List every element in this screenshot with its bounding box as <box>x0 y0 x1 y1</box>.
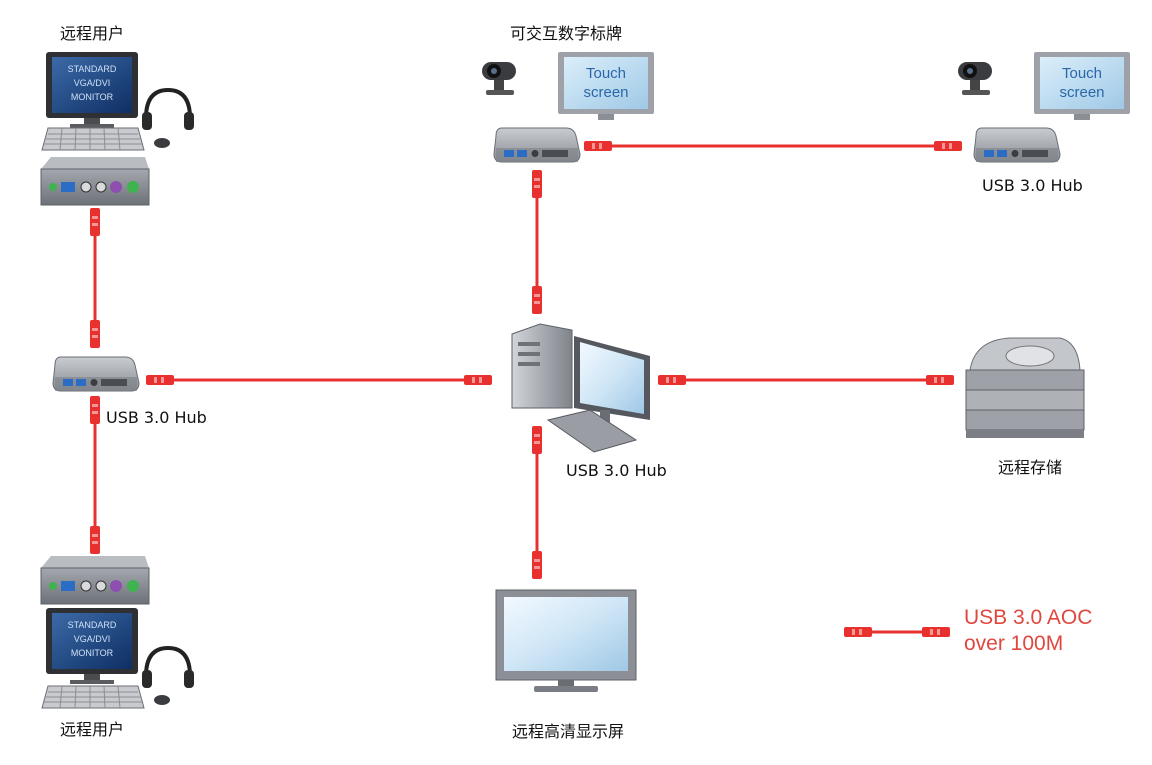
svg-text:VGA/DVI: VGA/DVI <box>74 78 111 88</box>
storage-array-icon <box>965 337 1085 438</box>
legend-line2: over 100M <box>964 632 1064 655</box>
standard-monitor-icon: STANDARD VGA/DVI MONITOR <box>46 608 138 684</box>
usb-hub-top-icon <box>493 127 581 163</box>
svg-text:STANDARD: STANDARD <box>68 620 117 630</box>
usb-aoc-cables <box>90 141 962 579</box>
svg-text:VGA/DVI: VGA/DVI <box>74 634 111 644</box>
pc-monitor-icon <box>574 336 650 424</box>
interactive-signage: Touch screen <box>482 52 654 163</box>
remote-user-top-label: 远程用户 <box>60 24 125 43</box>
touch-screen-icon: Touch screen <box>1034 52 1130 120</box>
usb-hub-right-label: USB 3.0 Hub <box>982 176 1083 195</box>
webcam-icon <box>958 62 992 95</box>
mouse-icon <box>154 695 170 705</box>
webcam-icon <box>482 62 516 95</box>
remote-user-bottom: STANDARD VGA/DVI MONITOR <box>40 555 196 709</box>
svg-text:MONITOR: MONITOR <box>71 648 114 658</box>
usb-hub-left-label: USB 3.0 Hub <box>106 408 207 427</box>
remote-storage-label: 远程存储 <box>998 458 1063 477</box>
remote-display-label: 远程高清显示屏 <box>512 722 625 741</box>
pc-tower-icon <box>511 323 573 409</box>
keyboard-icon <box>546 409 638 453</box>
hd-display-icon <box>495 589 637 692</box>
keyboard-icon <box>41 127 145 151</box>
standard-monitor-icon: STANDARD VGA/DVI MONITOR <box>46 52 138 128</box>
mouse-icon <box>154 138 170 148</box>
legend-line1: USB 3.0 AOC <box>964 606 1093 629</box>
svg-text:Touch: Touch <box>1062 65 1102 82</box>
svg-text:Touch: Touch <box>586 65 626 82</box>
kvm-extender-icon <box>40 156 150 206</box>
legend <box>844 627 950 637</box>
usb-hub-left-icon <box>52 356 140 392</box>
usb-hub-center-label: USB 3.0 Hub <box>566 461 667 480</box>
host-pc <box>511 323 650 453</box>
touch-screen-icon: Touch screen <box>558 52 654 120</box>
signage-right: Touch screen <box>958 52 1130 163</box>
svg-text:screen: screen <box>1059 84 1104 101</box>
kvm-extender-icon <box>40 555 150 605</box>
svg-text:screen: screen <box>583 84 628 101</box>
remote-user-top: STANDARD VGA/DVI MONITOR <box>40 52 196 206</box>
usb-hub-right-icon <box>973 127 1061 163</box>
svg-text:STANDARD: STANDARD <box>68 64 117 74</box>
remote-user-bottom-label: 远程用户 <box>60 720 125 739</box>
interactive-signage-label: 可交互数字标牌 <box>510 24 623 43</box>
headset-icon <box>140 88 196 132</box>
headset-icon <box>140 646 196 690</box>
keyboard-icon <box>41 685 145 709</box>
svg-text:MONITOR: MONITOR <box>71 92 114 102</box>
